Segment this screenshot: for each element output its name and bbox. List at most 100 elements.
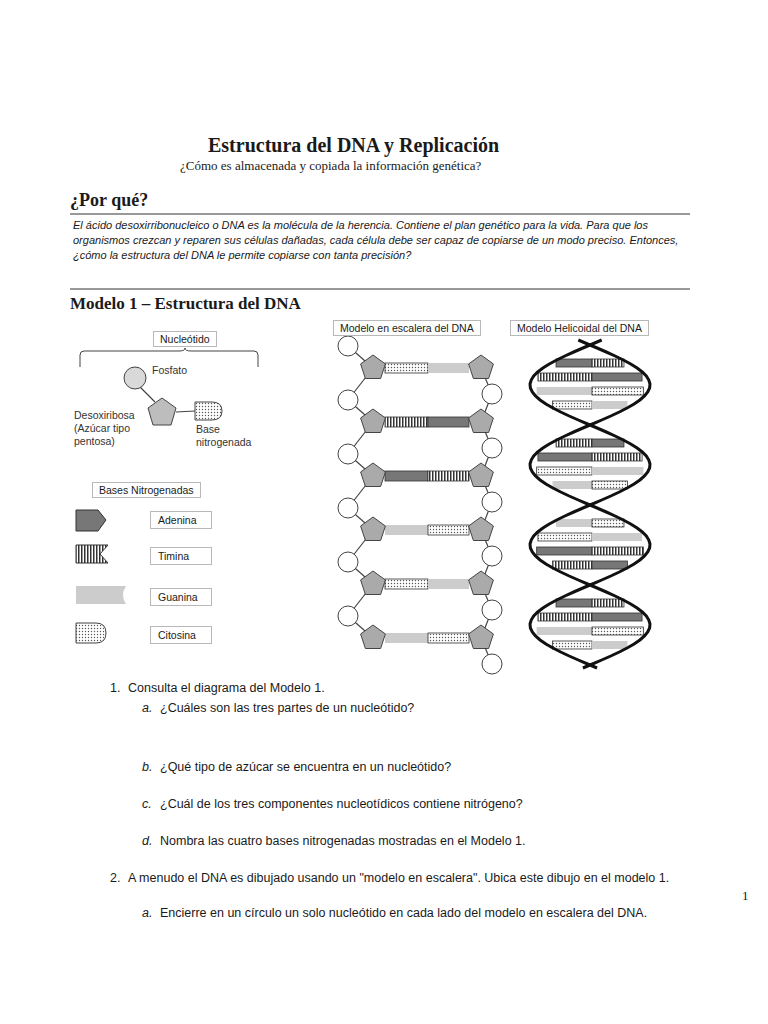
base-segment xyxy=(428,417,469,427)
base-segment xyxy=(537,387,592,395)
base-segment xyxy=(538,453,592,461)
base-segment xyxy=(385,471,428,481)
base-segment xyxy=(538,373,592,381)
spacer xyxy=(532,346,648,347)
base-name-box: Timina xyxy=(150,547,212,565)
base-segment xyxy=(592,401,627,409)
box-label: Guanina xyxy=(158,591,204,603)
phosphate xyxy=(338,390,358,410)
sugar xyxy=(361,463,386,487)
base-segment xyxy=(385,417,428,427)
bond xyxy=(176,411,195,412)
section-heading: ¿Por qué? xyxy=(70,190,148,211)
box-label: Modelo en escalera del DNA xyxy=(340,322,474,334)
sugar xyxy=(148,398,176,425)
base-segment xyxy=(538,613,592,621)
question-letter: d. xyxy=(142,832,152,850)
sugar xyxy=(469,409,494,433)
part-label: Base nitrogenada xyxy=(196,423,266,449)
question-number: 1. xyxy=(110,679,120,697)
box-label: Modelo Helicoidal del DNA xyxy=(517,322,642,334)
base-segment xyxy=(553,401,592,409)
base-segment xyxy=(428,471,469,481)
base-segment xyxy=(592,547,643,555)
base-segment xyxy=(553,641,592,649)
base-shape xyxy=(195,402,222,420)
question-letter: c. xyxy=(142,795,152,813)
phosphate xyxy=(338,336,358,356)
question-text: Encierre en un círculo un solo nucleótid… xyxy=(160,904,732,922)
base-segment xyxy=(385,579,428,589)
base-name-box: Adenina xyxy=(150,511,212,529)
box-label: Adenina xyxy=(158,514,204,526)
part-label: Desoxiribosa (Azúcar tipo pentosa) xyxy=(74,409,152,448)
base-segment xyxy=(592,387,643,395)
question-text: Consulta el diagrama del Modelo 1. xyxy=(128,679,325,697)
rule xyxy=(70,214,690,215)
base-segment xyxy=(592,373,642,381)
question-letter: a. xyxy=(142,699,152,717)
base-name-box: Guanina xyxy=(150,588,212,606)
base-segment xyxy=(428,579,469,589)
sugar xyxy=(361,355,386,379)
intro-paragraph: El ácido desoxirribonucleico o DNA es la… xyxy=(73,218,691,263)
bond xyxy=(140,387,155,402)
base-segment xyxy=(592,627,643,635)
question-text: ¿Qué tipo de azúcar se encuentra en un n… xyxy=(160,758,451,776)
box-label: Citosina xyxy=(158,629,204,641)
thymine-icon xyxy=(76,545,108,563)
base-segment xyxy=(592,481,627,489)
page-number: 1 xyxy=(742,888,749,904)
question-letter: a. xyxy=(142,904,152,922)
base-segment xyxy=(592,359,624,367)
box-label: Timina xyxy=(158,550,204,562)
model-box: Modelo Helicoidal del DNA xyxy=(510,320,649,336)
phosphate xyxy=(482,438,502,458)
base-segment xyxy=(556,519,592,527)
base-segment xyxy=(553,561,592,569)
phosphate xyxy=(482,492,502,512)
phosphate xyxy=(482,600,502,620)
base-segment xyxy=(385,525,428,535)
ladder-model xyxy=(338,336,502,674)
question-text: ¿Cuál de los tres componentes nucleotídi… xyxy=(160,795,523,813)
phosphate xyxy=(338,498,358,518)
sugar xyxy=(469,625,494,649)
sugar xyxy=(361,517,386,541)
question-letter: b. xyxy=(142,758,152,776)
cytosine-icon xyxy=(76,623,106,643)
base-segment xyxy=(592,641,627,649)
adenine-icon xyxy=(76,510,106,531)
base-segment xyxy=(556,359,592,367)
base-segment xyxy=(537,627,592,635)
base-segment xyxy=(592,561,627,569)
page-title: Estructura del DNA y Replicación xyxy=(208,134,499,157)
sugar xyxy=(361,571,386,595)
base-segment xyxy=(556,599,592,607)
phosphate xyxy=(338,444,358,464)
question-text: ¿Cuáles son las tres partes de un nucleó… xyxy=(160,699,414,717)
sugar xyxy=(469,517,494,541)
base-segment xyxy=(428,525,469,535)
sugar xyxy=(469,355,494,379)
base-segment xyxy=(592,613,642,621)
base-segment xyxy=(592,439,624,447)
base-segment xyxy=(385,363,428,373)
base-segment xyxy=(537,467,592,475)
rule xyxy=(70,289,690,290)
base-segment xyxy=(592,467,643,475)
phosphate xyxy=(482,654,502,674)
guanine-icon xyxy=(76,586,126,604)
base-segment xyxy=(592,519,624,527)
sugar xyxy=(469,463,494,487)
sugar xyxy=(469,571,494,595)
phosphate xyxy=(482,384,502,404)
base-segment xyxy=(553,481,592,489)
phosphate xyxy=(338,606,358,626)
part-label: Fosfato xyxy=(152,364,187,377)
phosphate xyxy=(124,367,146,389)
part-box: Nucleótido xyxy=(153,331,217,347)
base-segment xyxy=(592,599,624,607)
subtitle: ¿Cómo es almacenada y copiada la informa… xyxy=(180,158,481,174)
